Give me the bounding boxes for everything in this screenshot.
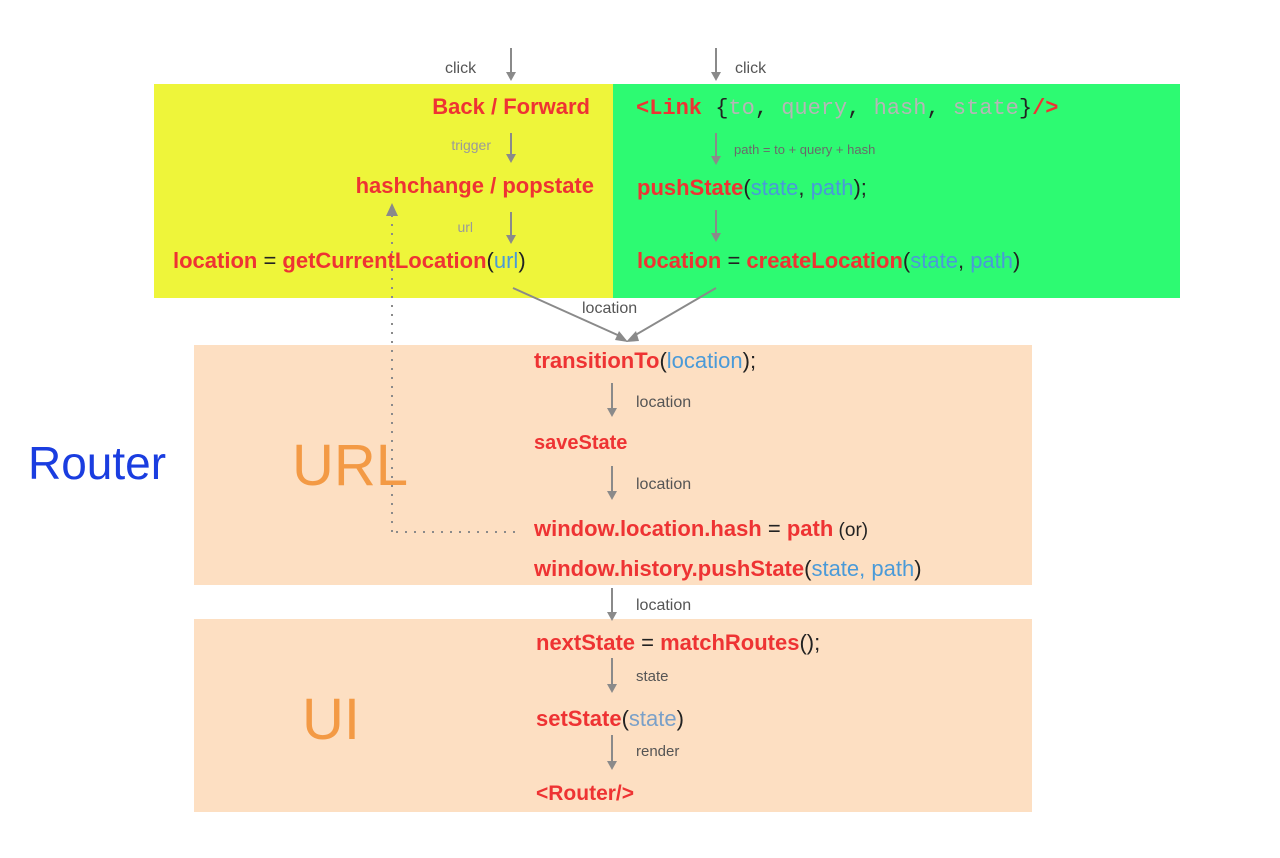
hashchange-popstate-label: hashchange / popstate — [355, 173, 594, 198]
window-history-pushstate: window.history.pushState — [534, 556, 805, 581]
merge-location-label: location — [582, 300, 638, 317]
comma: , — [847, 96, 874, 121]
flow-label-state: state — [636, 668, 669, 685]
path-value: path — [786, 516, 834, 541]
brace: } — [1018, 96, 1033, 121]
path-formula-label: path = to + query + hash — [734, 142, 876, 157]
get-current-location-fn: getCurrentLocation — [282, 248, 487, 273]
brace: { — [702, 96, 729, 121]
link-component-line: <Link {to, query, hash, state}/> — [636, 96, 1059, 121]
paren: ) — [676, 706, 684, 731]
paren: ( — [743, 175, 751, 200]
location-var: location — [173, 248, 258, 273]
push-state-fn: pushState — [637, 175, 744, 200]
flow-label-location-2: location — [636, 476, 692, 493]
flow-label-location-3: location — [636, 597, 692, 614]
ui-watermark: UI — [302, 687, 360, 752]
link-navigation-box — [613, 84, 1180, 298]
match-routes-fn: matchRoutes — [660, 630, 800, 655]
paren: ); — [853, 175, 867, 200]
comma: , — [926, 96, 953, 121]
router-label: Router — [28, 437, 167, 489]
transition-to-fn: transitionTo — [534, 348, 660, 373]
paren: ( — [659, 348, 667, 373]
paren: (); — [799, 630, 821, 655]
push-state-line: pushState(state, path); — [637, 175, 867, 201]
paren: ); — [742, 348, 757, 373]
comma: , — [859, 556, 872, 581]
next-state-var: nextState — [536, 630, 636, 655]
get-current-location-line: location = getCurrentLocation(url) — [173, 248, 526, 274]
create-location-line: location = createLocation(state, path) — [637, 248, 1020, 274]
paren: ) — [914, 556, 922, 581]
ui-panel — [194, 619, 1032, 812]
transition-to-line: transitionTo(location); — [534, 348, 756, 374]
paren: ( — [804, 556, 812, 581]
path-arg: path — [970, 248, 1014, 273]
path-arg: path — [810, 175, 854, 200]
url-small-label: url — [457, 219, 473, 235]
next-state-line: nextState = matchRoutes(); — [536, 630, 820, 656]
paren: ) — [1013, 248, 1021, 273]
prop-state: state — [952, 96, 1019, 121]
paren: ( — [486, 248, 494, 273]
window-location-hash: window.location.hash — [534, 516, 762, 541]
location-arg: location — [666, 348, 743, 373]
prop-query: query — [781, 96, 848, 121]
or-label: (or) — [833, 520, 869, 541]
prop-hash: hash — [873, 96, 927, 121]
comma: , — [957, 248, 971, 273]
location-var: location — [637, 248, 722, 273]
paren: ( — [621, 706, 629, 731]
trigger-label: trigger — [451, 137, 491, 153]
set-state-fn: setState — [536, 706, 622, 731]
state-arg: state — [628, 706, 677, 731]
comma: , — [798, 175, 811, 200]
set-state-line: setState(state) — [536, 706, 684, 732]
path-arg: path — [871, 556, 915, 581]
left-click-label: click — [445, 60, 477, 77]
equals: = — [257, 248, 283, 273]
comma: , — [754, 96, 782, 121]
right-click-label: click — [735, 60, 767, 77]
paren: ( — [902, 248, 911, 273]
state-arg: state — [750, 175, 799, 200]
window-history-pushstate-line: window.history.pushState(state, path) — [534, 556, 922, 582]
state-arg: state — [811, 556, 860, 581]
equals: = — [721, 248, 747, 273]
create-location-fn: createLocation — [746, 248, 903, 273]
router-component-label: <Router/> — [536, 782, 635, 805]
prop-to: to — [728, 96, 755, 121]
browser-events-box — [154, 84, 613, 298]
save-state-label: saveState — [534, 432, 628, 454]
window-location-hash-line: window.location.hash = path (or) — [534, 516, 868, 542]
state-arg: state — [910, 248, 958, 273]
url-watermark: URL — [292, 433, 409, 498]
back-forward-label: Back / Forward — [432, 94, 590, 119]
equals: = — [761, 516, 787, 541]
url-arg: url — [493, 248, 519, 273]
link-open: <Link — [636, 96, 703, 121]
flow-label-location-1: location — [636, 394, 692, 411]
flow-label-render: render — [636, 743, 680, 760]
link-close: /> — [1032, 96, 1059, 121]
equals: = — [635, 630, 661, 655]
paren: ) — [518, 248, 526, 273]
